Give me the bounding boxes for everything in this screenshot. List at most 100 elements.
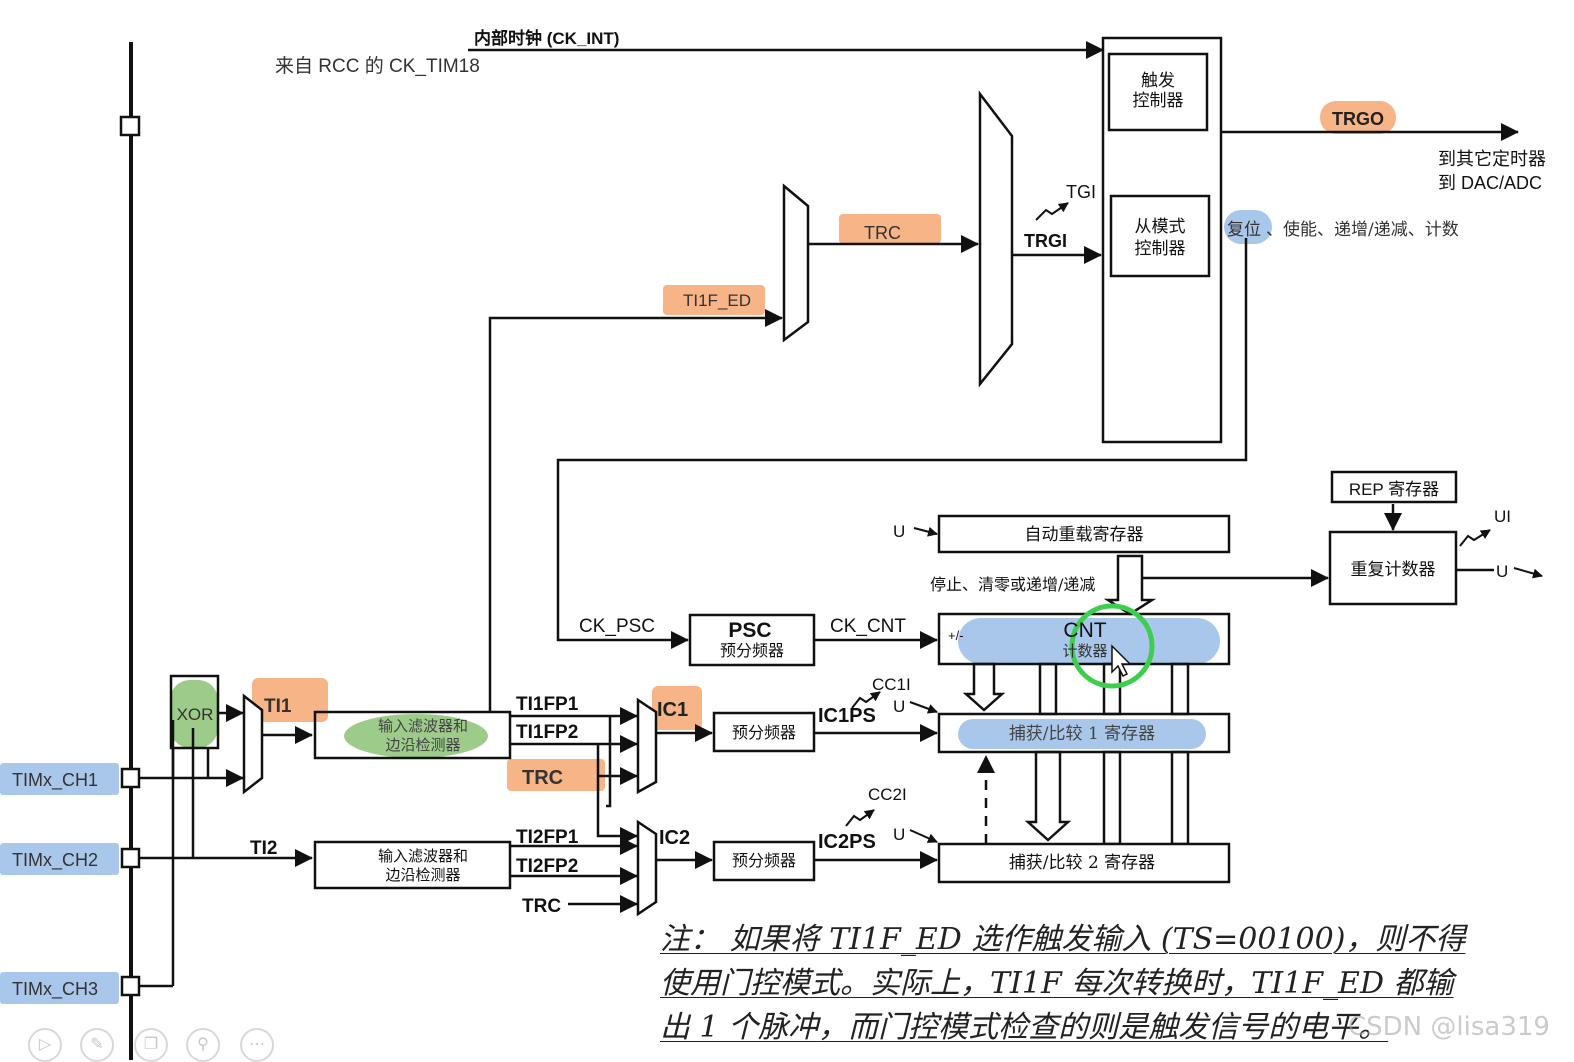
ti1fp1-label: TI1FP1 (516, 694, 579, 715)
presentation-toolbar: ▷ ✎ ❐ ⚲ ⋯ (0, 1026, 300, 1062)
cnt-sub-label: 计数器 (1062, 642, 1107, 660)
ti2-label: TI2 (250, 838, 277, 859)
filter2-label-2: 边沿检测器 (385, 866, 460, 884)
u-rep-out-label: U (1496, 562, 1508, 581)
capture1-highlight (958, 719, 1206, 749)
trc-top-label: TRC (864, 223, 901, 243)
ic2ps-label: IC2PS (818, 831, 876, 853)
u-arr-label: U (893, 522, 905, 541)
trc-mux (782, 183, 810, 343)
tgi-label: TGI (1066, 182, 1096, 202)
filter1-label-1: 输入滤波器和 (378, 717, 468, 735)
cursor-ring (1069, 603, 1155, 689)
more-icon[interactable]: ⋯ (240, 1028, 274, 1062)
rcc-source-label: 来自 RCC 的 CK_TIM18 (275, 55, 480, 77)
ti1f-ed-highlight (663, 285, 765, 315)
ic2-label: IC2 (659, 827, 690, 849)
ch1-highlight (0, 763, 119, 795)
reset-highlight (1224, 210, 1272, 244)
ti1-highlight (252, 678, 328, 722)
plus-minus-label: +/- (948, 628, 964, 643)
trc-bottom-label: TRC (522, 896, 561, 917)
trigger-controller-label-2: 控制器 (1133, 91, 1184, 111)
repetition-counter-box (1328, 530, 1458, 606)
note-line-2: 使用门控模式。实际上，TI1F 每次转换时，TI1F_ED 都输 (660, 966, 1454, 1001)
ic1-label: IC1 (657, 699, 688, 721)
cnt-box (937, 612, 1231, 666)
ck-int-label: 内部时钟 (CK_INT) (474, 28, 619, 48)
ti1f-ed-label: TI1F_ED (683, 291, 751, 310)
rep-register-label: REP 寄存器 (1349, 480, 1439, 499)
ck-psc-label: CK_PSC (579, 616, 655, 637)
trigger-controller-box (1107, 52, 1209, 132)
trgo-highlight (1320, 101, 1396, 134)
ti2fp2-label: TI2FP2 (516, 856, 578, 877)
prescaler1-box (712, 711, 816, 753)
psc-label: PSC (728, 619, 771, 642)
cc2i-label: CC2I (868, 785, 907, 804)
reset-rest-label: 、使能、递增/递减、计数 (1266, 219, 1459, 240)
ch2-label: TIMx_CH2 (12, 850, 98, 871)
xor-label: XOR (177, 705, 214, 724)
to-dac-adc-label: 到 DAC/ADC (1438, 173, 1542, 193)
highlights (0, 101, 1396, 1004)
copy-icon[interactable]: ❐ (134, 1028, 168, 1062)
mouse-cursor-icon (1111, 644, 1132, 678)
cc1i-label: CC1I (872, 675, 911, 694)
cnt-highlight (958, 618, 1220, 664)
capture1-box (937, 712, 1231, 754)
auto-reload-box (937, 514, 1231, 554)
ti1fp2-label: TI1FP2 (516, 722, 578, 743)
trc-mid-label: TRC (522, 767, 563, 789)
xor-highlight (170, 680, 218, 748)
ui-label: UI (1494, 507, 1511, 526)
prescaler2-label: 预分频器 (732, 851, 796, 870)
note-line-3: 出 1 个脉冲，而门控模式检查的则是触发信号的电平。 (660, 1010, 1389, 1045)
slave-controller-box (1109, 194, 1211, 278)
ic1ps-label: IC1PS (818, 705, 876, 727)
filter2-label-1: 输入滤波器和 (378, 847, 468, 865)
ic1-mux (636, 697, 658, 795)
ti1-label: TI1 (264, 696, 292, 717)
ic2-mux (636, 819, 658, 917)
note-text: 注： 如果将 TI1F_ED 选作触发输入 (TS=00100)，则不得 使用门… (660, 918, 1550, 1050)
trc-mid-highlight (507, 759, 605, 791)
filter1-highlight (344, 714, 488, 758)
play-icon[interactable]: ▷ (28, 1028, 62, 1062)
ch2-highlight (0, 843, 119, 875)
u-cc2-label: U (893, 825, 905, 844)
trgi-label: TRGI (1024, 231, 1067, 251)
filter1-label-2: 边沿检测器 (385, 736, 460, 754)
cnt-label: CNT (1063, 619, 1106, 642)
watermark: CSDN @lisa319 (1348, 1012, 1550, 1042)
ic1-highlight (652, 686, 702, 730)
trgi-mux (978, 90, 1014, 388)
note-line-1: 注： 如果将 TI1F_ED 选作触发输入 (TS=00100)，则不得 (660, 922, 1466, 957)
u-cc1-label: U (893, 697, 905, 716)
ti2fp1-label: TI2FP1 (516, 827, 579, 848)
trc-top-highlight (839, 214, 941, 244)
auto-reload-label: 自动重载寄存器 (1025, 525, 1144, 545)
filter2-box (313, 840, 512, 890)
pen-icon[interactable]: ✎ (80, 1028, 114, 1062)
to-other-timers-label: 到其它定时器 (1438, 149, 1546, 169)
rep-register-box (1330, 470, 1458, 504)
capture2-label: 捕获/比较 2 寄存器 (1009, 853, 1155, 873)
psc-sub-label: 预分频器 (720, 641, 784, 660)
boxes (119, 36, 1458, 997)
reset-label: 复位 (1227, 220, 1261, 240)
repetition-counter-label: 重复计数器 (1351, 560, 1436, 580)
filter1-box (313, 710, 512, 760)
capture1-label: 捕获/比较 1 寄存器 (1009, 724, 1155, 744)
prescaler1-label: 预分频器 (732, 723, 796, 742)
trgo-label: TRGO (1332, 109, 1384, 129)
zoom-icon[interactable]: ⚲ (186, 1028, 220, 1062)
ck-cnt-label: CK_CNT (830, 616, 906, 637)
capture2-box (937, 842, 1231, 884)
slave-controller-label-2: 控制器 (1135, 239, 1186, 259)
stop-clear-label: 停止、清零或递增/递减 (930, 575, 1095, 594)
trigger-controller-label-1: 触发 (1141, 71, 1175, 91)
ch3-label: TIMx_CH3 (12, 979, 98, 1000)
prescaler2-box (712, 840, 816, 882)
